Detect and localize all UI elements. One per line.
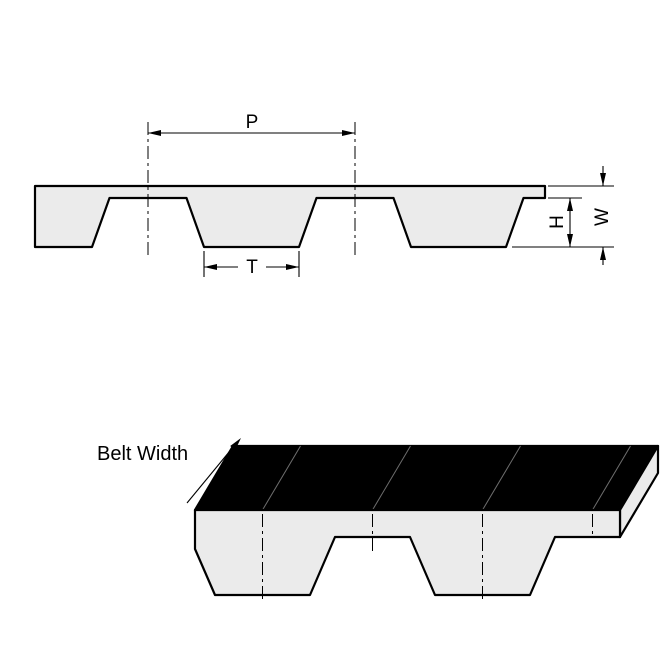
top-face-seam-lines — [262, 445, 631, 511]
tooth-height-dimension: H — [547, 198, 573, 247]
belt-width-arrow-line — [186, 445, 235, 504]
belt-width-label: Belt Width — [97, 443, 188, 465]
arrowhead-down-icon — [600, 173, 606, 186]
seam-line — [262, 445, 301, 511]
tooth-width-label: T — [246, 257, 258, 278]
belt-front-face — [193, 508, 622, 597]
seam-line — [372, 445, 411, 511]
tooth-width-dimension: T — [203, 251, 300, 278]
belt-profile — [33, 184, 547, 249]
arrowhead-left-icon — [204, 264, 217, 270]
seam-line — [592, 445, 631, 511]
cross-section-view: P T H — [33, 112, 614, 278]
arrowhead-up-icon — [600, 247, 606, 260]
arrowhead-left-icon — [148, 130, 161, 136]
belt-top-face — [193, 444, 660, 512]
belt-thickness-dimension: W — [592, 166, 613, 265]
front-face-centerlines — [262, 514, 593, 601]
seam-line — [482, 445, 521, 511]
arrowhead-up-right-icon — [230, 438, 241, 451]
arrowhead-down-icon — [567, 234, 573, 247]
tooth-height-label: H — [547, 215, 568, 229]
isometric-view: Belt Width — [97, 438, 660, 601]
centerlines — [147, 122, 356, 256]
pitch-label: P — [246, 112, 259, 133]
belt-thickness-label: W — [592, 208, 613, 226]
arrowhead-up-icon — [567, 198, 573, 211]
pitch-dimension: P — [148, 112, 355, 136]
belt-width-dimension: Belt Width — [97, 438, 241, 504]
arrowhead-right-icon — [342, 130, 355, 136]
arrowhead-right-icon — [286, 264, 299, 270]
